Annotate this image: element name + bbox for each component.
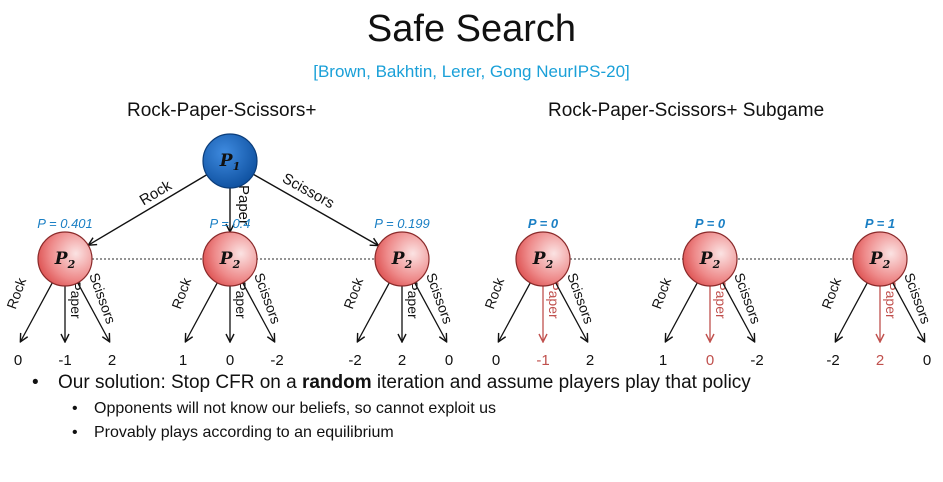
p2-action-label: Rock bbox=[168, 275, 194, 311]
payoff-value: -1 bbox=[58, 352, 71, 369]
p2-action-edge bbox=[414, 282, 446, 341]
p2-action-label: Scissors bbox=[251, 271, 284, 326]
p2-action-label: Scissors bbox=[86, 271, 119, 326]
p2-action-label: Paper bbox=[546, 281, 562, 319]
player-2-node bbox=[37, 231, 93, 287]
payoff-value: 2 bbox=[398, 352, 406, 369]
bullet-list: • Our solution: Stop CFR on a random iter… bbox=[32, 372, 751, 442]
payoff-value: 0 bbox=[706, 352, 714, 369]
belief-probability: P = 1 bbox=[865, 216, 895, 231]
p2-action-edge bbox=[186, 282, 218, 341]
p2-action-label: Paper bbox=[713, 281, 729, 319]
p2-action-edge bbox=[358, 282, 390, 341]
left-diagram-heading: Rock-Paper-Scissors+ bbox=[127, 100, 317, 121]
p2-action-edge bbox=[666, 282, 698, 341]
root-action-label: Paper bbox=[235, 185, 252, 225]
player-1-node bbox=[202, 133, 258, 189]
p2-action-label: Rock bbox=[481, 275, 507, 311]
p2-action-label: Paper bbox=[68, 281, 84, 319]
payoff-value: -1 bbox=[536, 352, 549, 369]
payoff-value: 0 bbox=[923, 352, 931, 369]
payoff-value: -2 bbox=[750, 352, 763, 369]
p2-action-edge bbox=[242, 282, 274, 341]
p2-action-edge bbox=[21, 282, 53, 341]
p2-action-label: Paper bbox=[405, 281, 421, 319]
right-diagram-heading: Rock-Paper-Scissors+ Subgame bbox=[548, 100, 825, 121]
bullet-sub-2: • Provably plays according to an equilibr… bbox=[72, 424, 751, 442]
bullet-sub-text: Opponents will not know our beliefs, so … bbox=[94, 400, 497, 417]
p2-action-edge bbox=[722, 282, 754, 341]
payoff-value: 1 bbox=[659, 352, 667, 369]
p2-action-edge bbox=[892, 282, 924, 341]
bullet-sub-text: Provably plays according to an equilibri… bbox=[94, 424, 394, 441]
root-action-edge bbox=[89, 174, 208, 245]
player-2-node bbox=[515, 231, 571, 287]
payoff-value: -2 bbox=[826, 352, 839, 369]
payoff-value: -2 bbox=[270, 352, 283, 369]
belief-probability: P = 0 bbox=[695, 216, 726, 231]
p2-action-label: Rock bbox=[648, 275, 674, 311]
payoff-value: -2 bbox=[348, 352, 361, 369]
p2-action-edge bbox=[499, 282, 531, 341]
p2-action-label: Scissors bbox=[423, 271, 456, 326]
p2-action-label: Rock bbox=[340, 275, 366, 311]
belief-probability: P = 0.4 bbox=[209, 216, 250, 231]
p2-action-label: Rock bbox=[3, 275, 29, 311]
payoff-value: 2 bbox=[586, 352, 594, 369]
p2-action-edge bbox=[836, 282, 868, 341]
citation: [Brown, Bakhtin, Lerer, Gong NeurIPS-20] bbox=[313, 62, 630, 81]
p2-action-edge bbox=[555, 282, 587, 341]
player-2-node bbox=[682, 231, 738, 287]
p2-action-label: Scissors bbox=[731, 271, 764, 326]
payoff-value: 0 bbox=[492, 352, 500, 369]
p2-action-label: Paper bbox=[883, 281, 899, 319]
player-2-node bbox=[202, 231, 258, 287]
p2-action-label: Scissors bbox=[901, 271, 934, 326]
payoff-value: 2 bbox=[108, 352, 116, 369]
slide-title: Safe Search bbox=[366, 8, 577, 50]
payoff-value: 1 bbox=[179, 352, 187, 369]
bullet-dot: • bbox=[32, 372, 39, 393]
p2-action-label: Scissors bbox=[564, 271, 597, 326]
p2-action-label: Paper bbox=[233, 281, 249, 319]
payoff-value: 0 bbox=[14, 352, 22, 369]
belief-probability: P = 0 bbox=[528, 216, 559, 231]
player-2-node bbox=[374, 231, 430, 287]
bullet-sub-1: • Opponents will not know our beliefs, so… bbox=[72, 400, 751, 418]
bullet-main-suffix: iteration and assume players play that p… bbox=[371, 372, 751, 393]
bullet-main: • Our solution: Stop CFR on a random iter… bbox=[32, 372, 751, 394]
root-action-edge bbox=[253, 173, 377, 245]
bullet-dot: • bbox=[72, 400, 78, 417]
bullet-main-bold: random bbox=[301, 372, 372, 393]
belief-probability: P = 0.401 bbox=[37, 216, 93, 231]
p2-action-edge bbox=[77, 282, 109, 341]
p2-action-label: Rock bbox=[818, 275, 844, 311]
belief-probability: P = 0.199 bbox=[374, 216, 430, 231]
bullet-dot: • bbox=[72, 424, 78, 441]
bullet-main-prefix: Our solution: Stop CFR on a bbox=[58, 372, 302, 393]
player-2-node bbox=[852, 231, 908, 287]
payoff-value: 0 bbox=[445, 352, 453, 369]
payoff-value: 2 bbox=[876, 352, 884, 369]
payoff-value: 0 bbox=[226, 352, 234, 369]
